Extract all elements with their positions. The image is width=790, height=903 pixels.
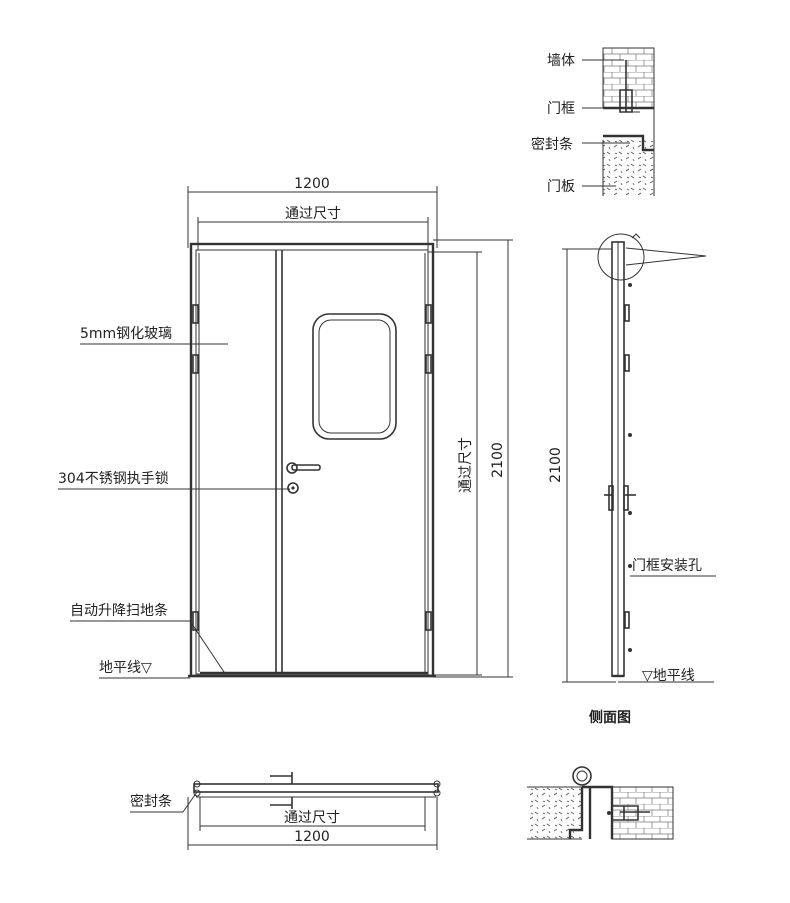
glass-callout: 5mm钢化玻璃 [80, 325, 228, 345]
hinges-right [425, 304, 432, 631]
floor-line-right: ▽地平线 [618, 668, 714, 684]
side-view-caption: 侧面图 [589, 709, 631, 726]
plan-view: 密封条 通过尺寸 1200 [130, 772, 441, 850]
wall-label: 墙体 [547, 53, 575, 69]
lock-callout: 304不锈钢执手锁 [58, 471, 290, 490]
plan-clear-width-dimension: 通过尺寸 [199, 797, 426, 831]
plan-clear-width-label: 通过尺寸 [284, 810, 340, 826]
clear-height-label: 通过尺寸 [458, 437, 474, 493]
side-height-dimension: 2100 [548, 248, 616, 683]
frame-hole-callout: 门框安装孔 [630, 558, 716, 577]
side-height-label: 2100 [548, 447, 564, 483]
front-view: 1200 通过尺寸 [58, 176, 513, 679]
clear-width-label: 通过尺寸 [285, 206, 341, 222]
door-leaves [198, 250, 426, 673]
sweep-label: 自动升降扫地条 [70, 602, 168, 619]
frame-label: 门框 [547, 101, 575, 117]
lock-label: 304不锈钢执手锁 [58, 471, 169, 487]
overall-height-dimension: 2100 [433, 239, 513, 678]
seal-label: 密封条 [531, 136, 573, 153]
door-frame [188, 242, 436, 678]
side-view: 2100 门框安装孔 [548, 233, 716, 726]
side-profile [597, 233, 707, 678]
sweep-callout: 自动升降扫地条 [70, 602, 225, 673]
floor-line-left: 地平线▽ [99, 660, 190, 679]
overall-height-label: 2100 [490, 442, 506, 478]
clear-width-dimension: 通过尺寸 [197, 206, 429, 250]
frame-hole-label: 门框安装孔 [632, 558, 702, 574]
plan-seal-label: 密封条 [130, 793, 172, 810]
plan-detail [527, 766, 674, 840]
wall-section-labels: 墙体 门框 密封条 门板 [531, 53, 630, 195]
plan-overall-width-dimension: 1200 [187, 797, 438, 850]
overall-width-label: 1200 [294, 176, 330, 192]
floor-line-left-label: 地平线▽ [99, 660, 152, 676]
panel-label: 门板 [547, 179, 575, 195]
overall-width-dimension: 1200 [187, 176, 438, 248]
wall-section-detail: 墙体 门框 密封条 门板 [531, 47, 655, 196]
plan-seal-callout: 密封条 [130, 791, 198, 813]
plan-section [193, 772, 441, 809]
clear-height-dimension: 通过尺寸 [428, 251, 482, 676]
plan-overall-width-label: 1200 [294, 829, 330, 845]
glass-label: 5mm钢化玻璃 [80, 325, 172, 342]
floor-line-right-label: ▽地平线 [642, 668, 695, 684]
lever-handle [286, 462, 321, 494]
vision-window [312, 313, 397, 440]
